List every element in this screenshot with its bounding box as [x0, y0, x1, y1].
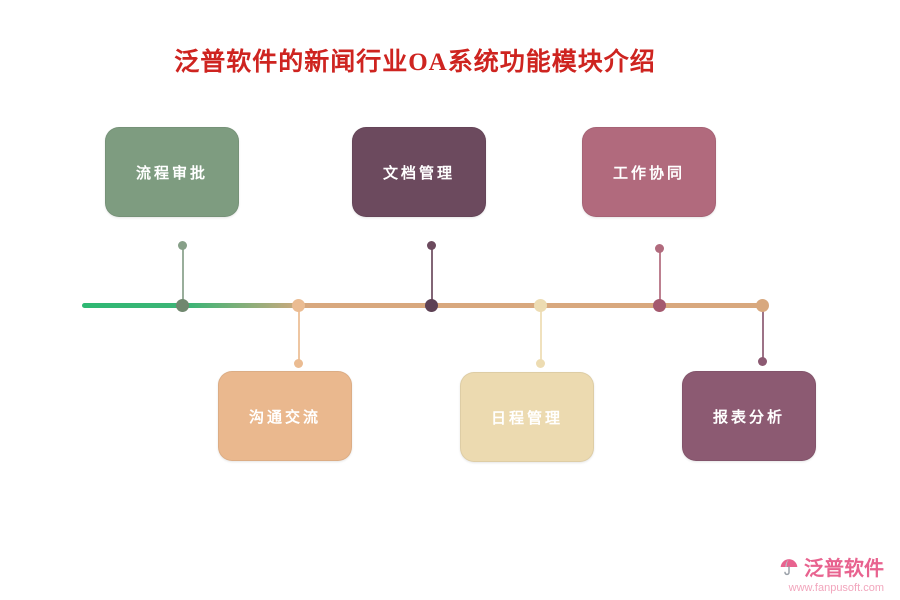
umbrella-logo-icon — [779, 557, 799, 577]
connector-end-dot-work-collaboration — [655, 244, 664, 253]
module-box-report-analysis: 报表分析 — [682, 371, 816, 461]
module-label-report-analysis: 报表分析 — [712, 409, 785, 426]
connector-line-document-management — [431, 246, 433, 304]
diagram-title: 泛普软件的新闻行业OA系统功能模块介绍 — [174, 49, 656, 76]
module-box-document-management: 文档管理 — [352, 127, 486, 217]
brand-name: 泛普软件 — [804, 558, 884, 580]
connector-end-dot-report-analysis — [758, 357, 767, 366]
connector-line-work-collaboration — [659, 249, 661, 304]
module-label-document-management: 文档管理 — [382, 165, 455, 182]
timeline-dot-work-collaboration — [653, 299, 666, 312]
module-label-work-collaboration: 工作协同 — [612, 165, 685, 182]
connector-end-dot-schedule-management — [536, 359, 545, 368]
module-box-work-collaboration: 工作协同 — [582, 127, 716, 217]
timeline-dot-report-analysis — [756, 299, 769, 312]
timeline-dot-schedule-management — [534, 299, 547, 312]
connector-line-approval-flow — [182, 246, 184, 304]
timeline-axis — [82, 303, 765, 308]
module-label-approval-flow: 流程审批 — [135, 165, 208, 182]
connector-line-schedule-management — [540, 308, 542, 361]
timeline-dot-document-management — [425, 299, 438, 312]
module-box-schedule-management: 日程管理 — [460, 372, 594, 462]
connector-end-dot-document-management — [427, 241, 436, 250]
module-box-approval-flow: 流程审批 — [105, 127, 239, 217]
module-label-schedule-management: 日程管理 — [490, 410, 563, 427]
timeline-dot-approval-flow — [176, 299, 189, 312]
module-box-communication: 沟通交流 — [218, 371, 352, 461]
connector-line-report-analysis — [762, 308, 764, 359]
connector-line-communication — [298, 308, 300, 361]
connector-end-dot-communication — [294, 359, 303, 368]
brand-url: www.fanpusoft.com — [788, 582, 884, 594]
brand-footer: 泛普软件 www.fanpusoft.com — [779, 552, 884, 594]
timeline-dot-communication — [292, 299, 305, 312]
connector-end-dot-approval-flow — [178, 241, 187, 250]
module-label-communication: 沟通交流 — [248, 409, 321, 426]
brand-row: 泛普软件 — [779, 552, 884, 581]
